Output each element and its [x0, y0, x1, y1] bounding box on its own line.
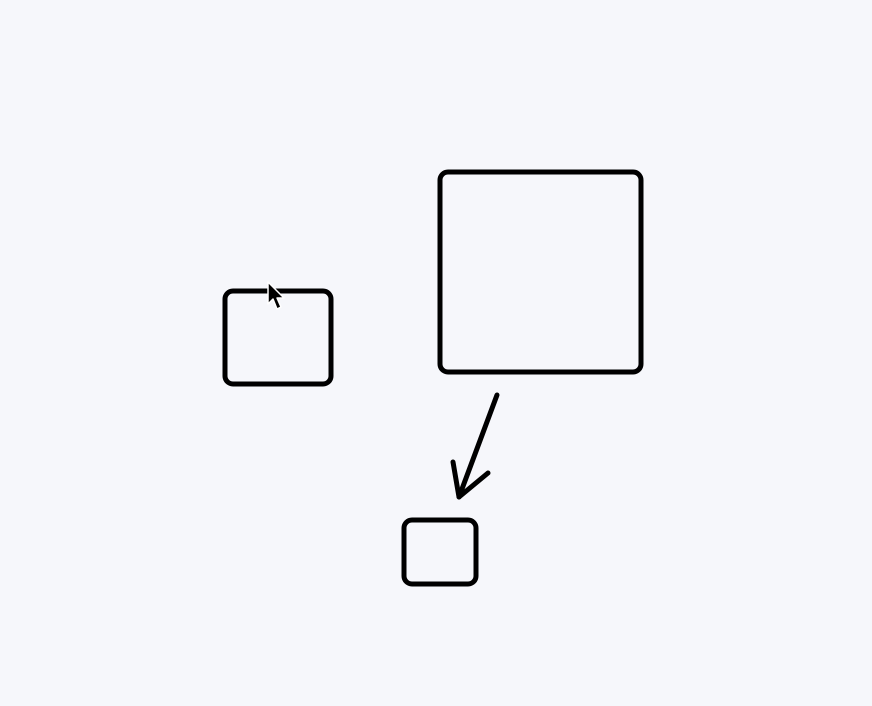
rectangle-small-bottom[interactable] — [401, 517, 479, 587]
mouse-pointer-icon — [267, 281, 285, 310]
arrow-large-to-bottom[interactable] — [450, 392, 500, 500]
rectangle-large-top-right[interactable] — [437, 169, 644, 375]
